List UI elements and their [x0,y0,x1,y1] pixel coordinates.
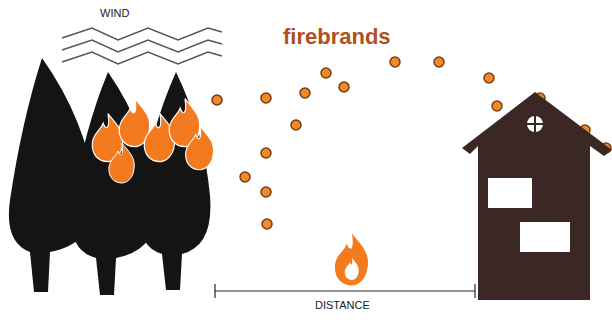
firebrand [390,57,400,67]
wind-lines [62,28,222,64]
firebrand [300,88,310,98]
flame [109,143,134,183]
wind-label: WIND [100,8,129,19]
firebrand [492,101,502,111]
wind-line [62,40,222,52]
firebrand [261,187,271,197]
burning-trees [9,58,211,295]
distance-dimension [215,284,475,298]
house-window [520,222,570,252]
firebrand [434,57,444,67]
house [462,92,612,300]
firebrands-label: firebrands [283,26,391,48]
house-body [462,92,612,300]
firebrand [321,68,331,78]
house-window [488,178,532,208]
firebrand [261,93,271,103]
wind-line [62,28,222,40]
firebrand [262,219,272,229]
firebrand [484,73,494,83]
flame [186,126,214,170]
firebrand [212,95,222,105]
firebrand [240,172,250,182]
round-window [527,116,543,132]
dimension-line [215,290,475,291]
tree [139,72,211,290]
window-cross [534,116,536,132]
wind-line [62,52,222,64]
flame-core [345,258,359,280]
ground-fire [335,233,368,285]
flame [335,233,368,285]
tree-flames [92,99,213,183]
firebrand [339,82,349,92]
dimension-tick [474,284,475,298]
distance-label: DISTANCE [313,300,372,311]
firebrand [291,120,301,130]
firebrand [261,148,271,158]
dimension-tick [214,284,215,298]
